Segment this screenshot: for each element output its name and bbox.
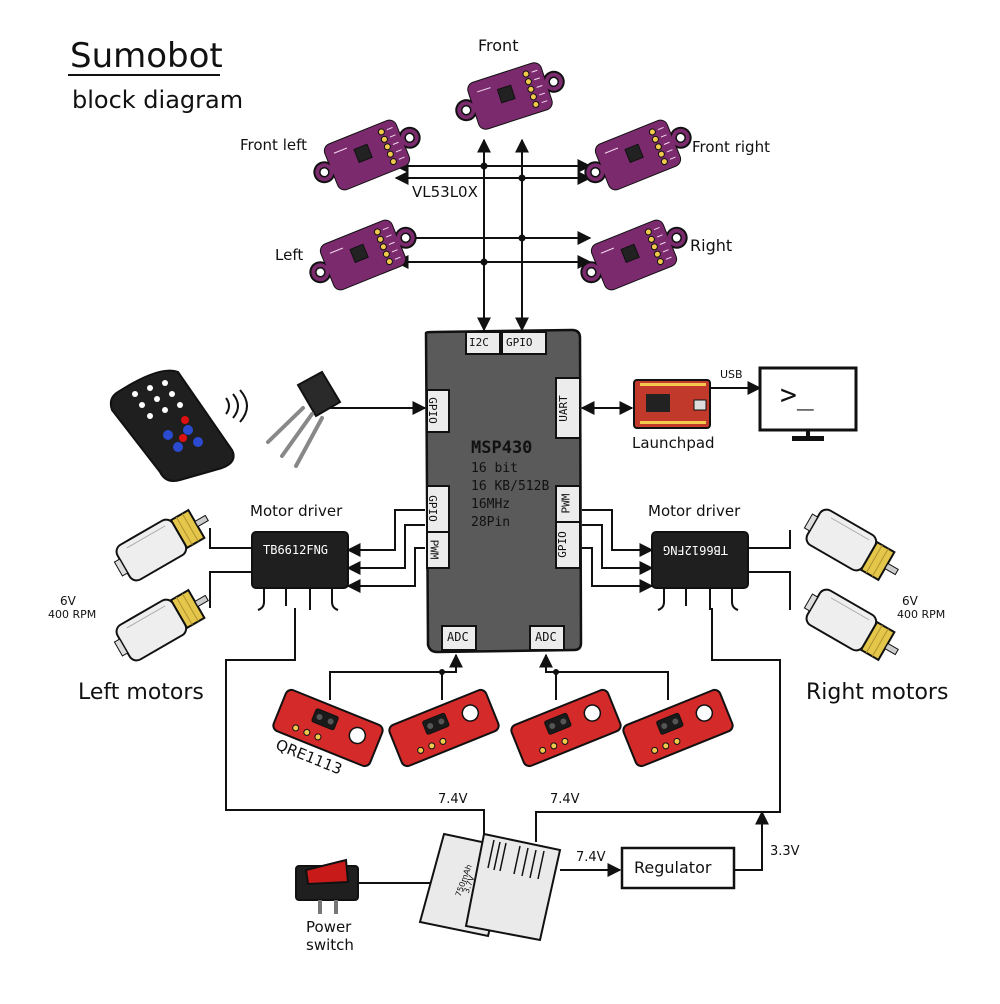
line-sensor-4	[620, 687, 736, 769]
port-uart: UART	[556, 395, 570, 422]
ir-receiver	[266, 370, 342, 468]
tof-sensor-left	[301, 210, 425, 300]
label-regulator-output: 3.3V	[770, 844, 800, 859]
line-sensor-3	[508, 687, 624, 769]
terminal-monitor	[758, 366, 858, 441]
mcu-spec-pins: 28Pin	[471, 515, 511, 530]
right-motor-top	[797, 502, 908, 591]
tof-sensor-front-right	[576, 110, 700, 200]
ir-remote	[109, 369, 235, 482]
label-front-left: Front left	[240, 136, 308, 154]
left-motor-rpm: 400 RPM	[48, 608, 97, 621]
left-motor-voltage: 6V	[60, 594, 76, 608]
port-pwm-right: PWM	[559, 493, 573, 514]
label-usb: USB	[720, 368, 743, 381]
port-gpio-left-2: GPIO	[425, 495, 439, 522]
label-left: Left	[275, 246, 304, 264]
mcu-spec-clock: 16MHz	[471, 497, 511, 512]
label-front-right: Front right	[692, 138, 770, 156]
label-battery-to-regulator: 7.4V	[576, 850, 606, 865]
label-right-motors: Right motors	[806, 680, 949, 705]
port-gpio-left: GPIO	[425, 397, 439, 424]
right-motor-bottom	[797, 582, 908, 671]
label-motor-driver-left: Motor driver	[250, 502, 343, 520]
mcu-name: MSP430	[471, 438, 533, 458]
label-regulator: Regulator	[634, 858, 712, 877]
label-vl53l0x: VL53L0X	[412, 183, 478, 201]
label-battery-voltage-right: 7.4V	[550, 792, 580, 807]
port-pwm-left: PWM	[427, 539, 441, 560]
right-motor-rpm: 400 RPM	[897, 608, 946, 621]
left-motor-bottom	[107, 579, 218, 668]
port-gpio-right: GPIO	[555, 531, 569, 558]
right-motor-voltage: 6V	[902, 594, 918, 608]
label-power-switch-2: switch	[306, 936, 354, 954]
tof-sensor-front	[448, 54, 572, 138]
port-adc-left: ADC	[447, 630, 469, 644]
terminal-prompt: >_	[780, 378, 814, 411]
launchpad-board	[633, 379, 711, 429]
port-gpio-top: GPIO	[506, 336, 533, 349]
port-adc-right: ADC	[535, 630, 557, 644]
tof-sensor-right	[572, 210, 696, 300]
label-right: Right	[690, 236, 733, 255]
line-sensor-2	[386, 687, 502, 769]
ir-signal-icon	[225, 389, 248, 423]
chip-label-right: TB6612FNG	[663, 543, 729, 557]
port-i2c: I2C	[469, 336, 489, 349]
mcu-spec-bits: 16 bit	[471, 461, 518, 476]
mcu-spec-memory: 16 KB/512B	[471, 479, 550, 494]
power-switch[interactable]	[295, 858, 359, 914]
label-motor-driver-right: Motor driver	[648, 502, 741, 520]
tof-sensor-front-left	[305, 110, 429, 200]
page-subtitle: block diagram	[72, 86, 244, 114]
title-underline	[68, 74, 220, 76]
msp430-chip	[424, 328, 583, 654]
left-motor-top	[107, 499, 218, 588]
label-launchpad: Launchpad	[632, 434, 715, 452]
label-battery-voltage-left: 7.4V	[438, 792, 468, 807]
label-power-switch-1: Power	[306, 918, 352, 936]
page-title: Sumobot	[70, 36, 223, 76]
regulator-box	[620, 846, 736, 890]
label-left-motors: Left motors	[78, 680, 204, 705]
chip-label-left: TB6612FNG	[263, 543, 329, 557]
battery-pack	[418, 832, 562, 942]
label-front: Front	[478, 36, 519, 55]
